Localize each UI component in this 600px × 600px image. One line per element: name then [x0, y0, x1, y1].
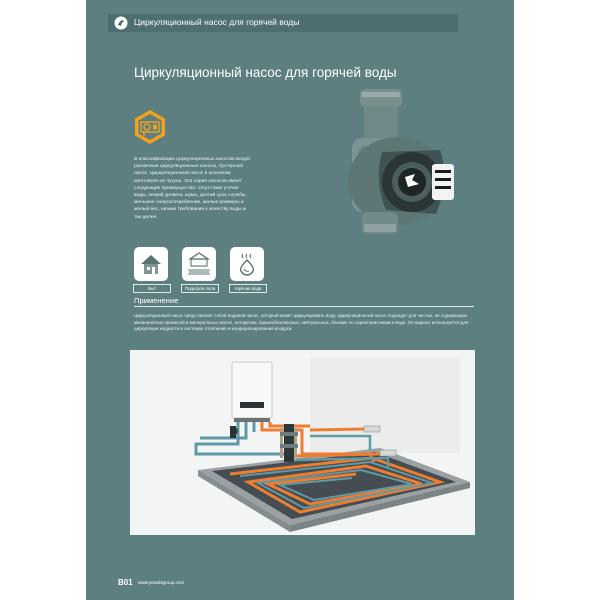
application-card-floor-heating	[182, 247, 216, 281]
application-label-household: Быт	[133, 284, 171, 293]
header-bar: Циркуляционный насос для горячей воды	[108, 14, 458, 32]
website-url[interactable]: www.pranilsgroup.com	[138, 580, 185, 585]
section-title: Применение	[134, 296, 179, 305]
circulation-pump-image	[348, 89, 454, 234]
section-divider	[134, 306, 474, 307]
header-title: Циркуляционный насос для горячей воды	[134, 17, 300, 27]
application-label-hot-water: горячая вода	[229, 284, 267, 293]
application-text: Циркуляционный насос представляет собой …	[134, 313, 469, 331]
application-card-hot-water	[230, 247, 264, 281]
application-label-floor-heating: Подогрев пола	[181, 284, 219, 293]
brand-logo-icon	[114, 16, 128, 30]
page-title: Циркуляционный насос для горячей воды	[134, 65, 397, 80]
floor-heating-icon	[187, 252, 211, 275]
hot-water-icon	[239, 253, 255, 276]
catalog-page: Циркуляционный насос для горячей воды Ци…	[86, 0, 514, 600]
page-number: B01	[118, 578, 133, 587]
pump-symbol-icon	[135, 110, 165, 144]
heating-system-diagram	[130, 350, 475, 535]
pump-description: В классификацию циркуляционных насосов в…	[134, 157, 251, 220]
house-icon	[141, 255, 161, 274]
application-card-household	[134, 247, 168, 281]
